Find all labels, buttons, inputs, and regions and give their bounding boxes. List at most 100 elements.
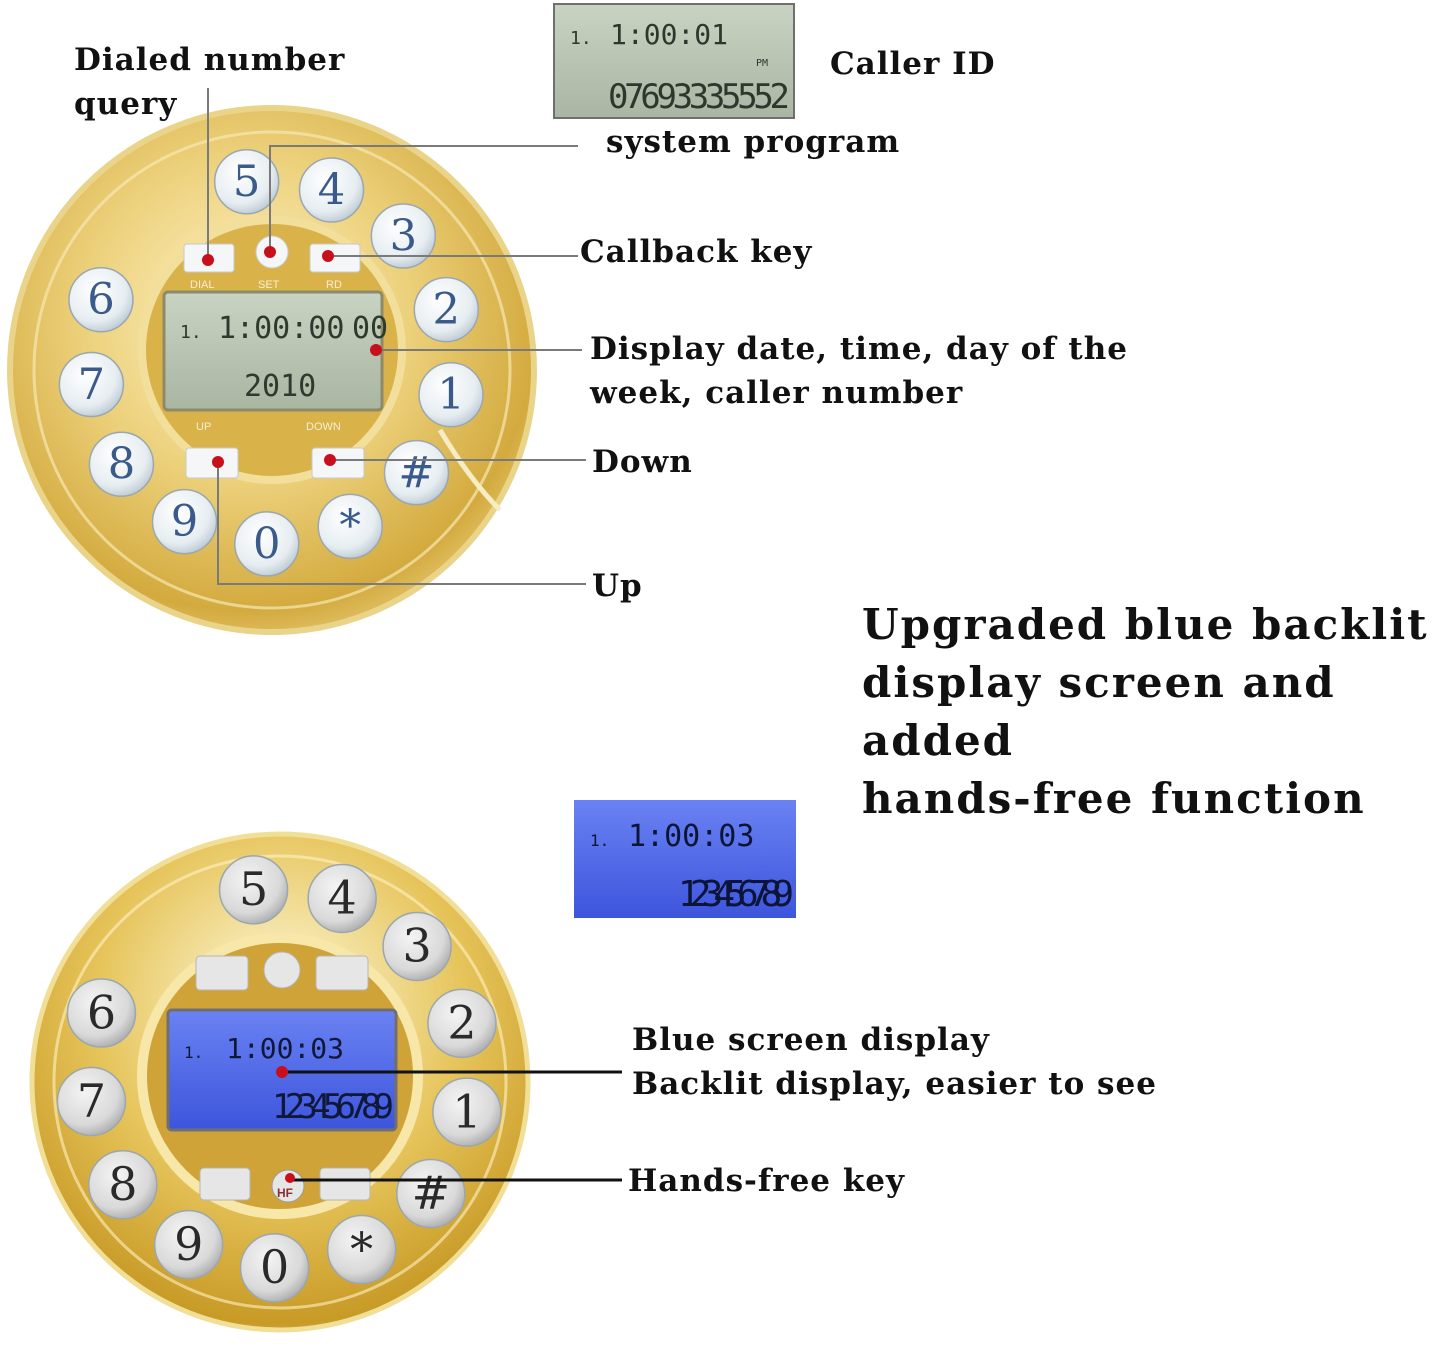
key-5-button[interactable] — [218, 855, 289, 925]
key-label: 8 — [108, 440, 135, 490]
key-4-button[interactable] — [307, 863, 377, 934]
key-3-button[interactable] — [382, 911, 452, 982]
caller-id-screen — [553, 3, 795, 119]
key-4-button[interactable] — [298, 157, 365, 223]
dial-button-bottom[interactable] — [195, 955, 249, 991]
down-button[interactable] — [311, 447, 365, 479]
key-6-button[interactable] — [68, 267, 134, 333]
dial-button-label: DIAL — [190, 279, 214, 291]
markers-top — [202, 246, 382, 468]
up-button-bottom[interactable] — [199, 1167, 251, 1201]
key-2-button[interactable] — [413, 276, 480, 343]
hf-label: HF — [277, 1186, 293, 1200]
key-label: 7 — [78, 360, 105, 410]
marker-up — [212, 456, 224, 468]
caller-id-lcd: 1. 1:00:01 PM 07693335552 — [553, 3, 795, 119]
leader-up — [217, 464, 586, 585]
key-label: * — [339, 502, 361, 552]
caller-id-line1-prefix: 1. — [570, 28, 592, 49]
marker-rd — [322, 250, 334, 262]
key-label: 2 — [433, 285, 460, 335]
marker-down — [324, 454, 336, 466]
key-label: 6 — [87, 985, 116, 1039]
blue-lcd-number: 123456789 — [678, 874, 794, 915]
label-dialed-number-query: Dialed number query — [74, 42, 346, 122]
key-7-button[interactable] — [56, 1066, 127, 1137]
key-label: 5 — [239, 862, 268, 916]
lcd-bottom-line2: 123456789 — [272, 1087, 394, 1127]
key-3-button[interactable] — [370, 203, 437, 269]
marker-blue-screen — [276, 1066, 288, 1078]
key-label: 6 — [87, 275, 114, 325]
up-button-label: UP — [196, 421, 211, 433]
label-display-info: Display date, time, day of the week, cal… — [590, 331, 1129, 411]
down-button-label: DOWN — [306, 421, 341, 433]
leader-lines-top — [207, 88, 586, 585]
set-button-bottom[interactable] — [263, 951, 301, 989]
label-caller-id: Caller ID — [830, 46, 996, 82]
leader-system-program — [269, 145, 578, 252]
key-8-button[interactable] — [88, 1149, 158, 1220]
key-1-button[interactable] — [432, 1077, 502, 1147]
key-label: 7 — [77, 1074, 106, 1128]
set-button-label: SET — [258, 279, 280, 291]
rd-button-label: RD — [326, 279, 342, 291]
lcd-bottom-line1-time: 1:00:03 — [226, 1032, 344, 1065]
lcd-top-line2: 2010 — [244, 369, 316, 404]
key-label: 4 — [318, 165, 345, 215]
up-button[interactable] — [185, 447, 239, 479]
marker-set — [264, 246, 276, 258]
label-system-program: system program — [606, 124, 901, 160]
key-5-button[interactable] — [213, 149, 280, 215]
key-label: * — [350, 1222, 373, 1276]
key-0-button[interactable] — [234, 511, 300, 577]
key-1-button[interactable] — [418, 361, 484, 428]
blue-lcd-line1-prefix: 1. — [590, 831, 609, 850]
caller-id-number: 07693335552 — [608, 77, 790, 117]
lcd-top-line1-time: 1:00:00 — [218, 311, 344, 346]
key-2-button[interactable] — [427, 988, 497, 1059]
key-label: 9 — [174, 1217, 203, 1271]
lcd-top-line1-extra: 00 — [352, 311, 388, 346]
key-label: 0 — [253, 519, 280, 569]
keypad-top: 1. 1:00:00 00 2010 DIAL SET RD UP DOWN 5… — [7, 105, 537, 635]
label-hands-free-key: Hands-free key — [628, 1163, 906, 1199]
key-label: # — [398, 448, 434, 498]
key-label: 8 — [108, 1157, 137, 1211]
down-button-bottom[interactable] — [319, 1167, 371, 1201]
key-9-button[interactable] — [153, 1209, 224, 1280]
key-6-button[interactable] — [66, 978, 137, 1048]
blue-lcd-closeup: 1. 1:00:03 123456789 — [574, 800, 796, 918]
hands-free-button[interactable] — [271, 1169, 305, 1203]
key-label: 9 — [171, 497, 198, 547]
key-hash-button[interactable] — [383, 439, 450, 506]
key-7-button[interactable] — [58, 351, 125, 418]
label-up: Up — [592, 568, 643, 604]
marker-dial — [202, 254, 214, 266]
key-label: # — [412, 1166, 450, 1220]
redial-button-bottom[interactable] — [315, 955, 369, 991]
headline: Upgraded blue backlit display screen and… — [862, 600, 1429, 823]
blue-lcd-line1-time: 1:00:03 — [628, 819, 754, 854]
blue-lcd-closeup-screen — [574, 800, 796, 918]
markers-bottom — [276, 1066, 295, 1183]
redial-button[interactable] — [309, 243, 361, 273]
key-8-button[interactable] — [88, 431, 155, 498]
key-9-button[interactable] — [151, 488, 218, 555]
label-down: Down — [592, 444, 693, 480]
key-label: 3 — [402, 919, 431, 973]
marker-display — [370, 344, 382, 356]
key-hash-button[interactable] — [396, 1158, 466, 1229]
key-label: 1 — [437, 370, 464, 420]
key-label: 0 — [260, 1240, 289, 1294]
label-callback-key: Callback key — [580, 234, 813, 270]
leader-lines-bottom — [282, 1070, 622, 1182]
key-star-button[interactable] — [317, 493, 383, 560]
key-0-button[interactable] — [239, 1233, 310, 1303]
key-star-button[interactable] — [326, 1214, 397, 1285]
key-label: 1 — [452, 1084, 481, 1138]
